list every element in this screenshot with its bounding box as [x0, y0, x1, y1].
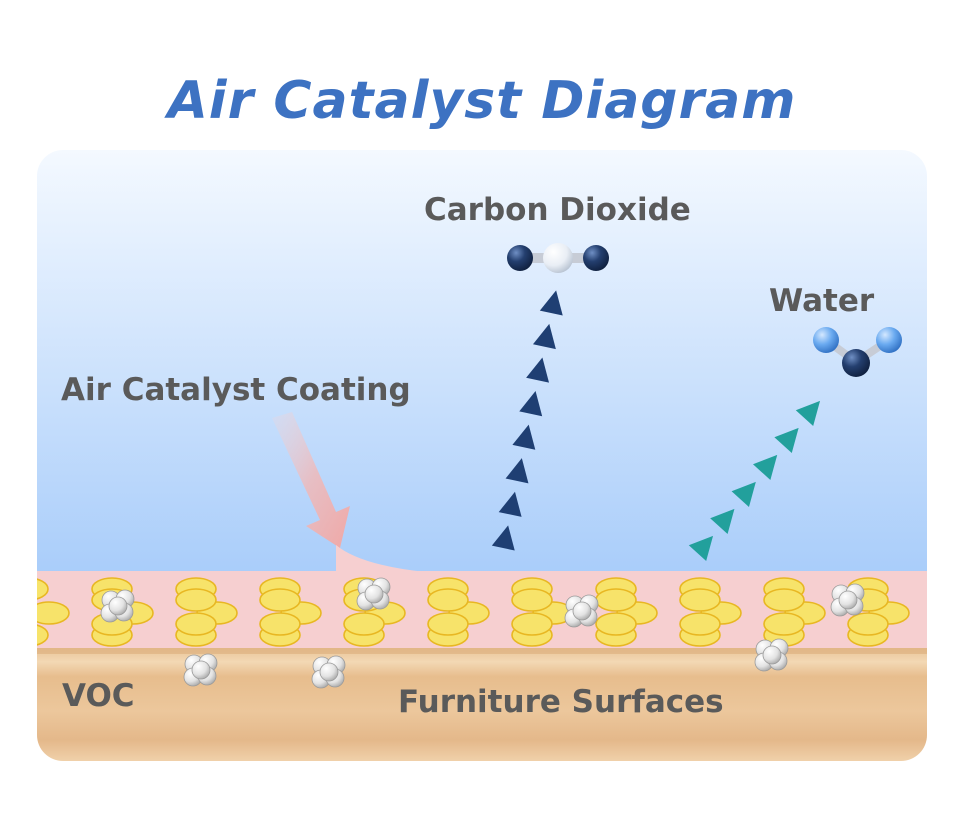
oxygen-atom-icon	[507, 245, 533, 271]
hydrogen-atom-icon	[876, 327, 902, 353]
catalyst-particle	[932, 624, 964, 646]
catalyst-particle	[37, 577, 49, 601]
water-arrow-icon	[731, 481, 756, 507]
catalyst-particle	[932, 589, 964, 611]
voc-molecule-icon	[754, 638, 789, 672]
coating-label: Air Catalyst Coating	[61, 372, 411, 408]
catalyst-particle	[175, 588, 217, 612]
carbon-atom-icon	[543, 243, 573, 273]
catalyst-particle	[343, 612, 385, 636]
catalyst-particle	[932, 613, 964, 635]
voc-molecule-icon	[311, 655, 346, 689]
co2-arrow-icon	[519, 391, 543, 417]
catalyst-particle	[427, 588, 469, 612]
voc-molecule-icon	[100, 589, 135, 623]
air-background	[37, 150, 927, 575]
oxygen-atom-icon	[842, 349, 870, 377]
catalyst-particle	[595, 612, 637, 636]
catalyst-particle	[763, 588, 805, 612]
hydrogen-atom-icon	[813, 327, 839, 353]
voc-molecule-icon	[356, 577, 391, 611]
carbon-dioxide-label: Carbon Dioxide	[424, 192, 691, 228]
co2-arrow-icon	[539, 290, 563, 316]
co2-arrow-icon	[526, 357, 550, 383]
catalyst-particle	[679, 612, 721, 636]
co2-arrow-chain	[491, 290, 563, 551]
catalyst-particle	[595, 588, 637, 612]
co2-arrow-icon	[512, 424, 536, 450]
water-arrow-icon	[710, 508, 735, 534]
water-arrow-icon	[752, 454, 778, 480]
catalyst-particle	[763, 612, 805, 636]
catalyst-particle	[37, 601, 70, 625]
catalyst-particle	[511, 588, 553, 612]
catalyst-particle	[679, 588, 721, 612]
water-label: Water	[769, 283, 875, 319]
catalyst-particle	[847, 612, 889, 636]
co2-arrow-icon	[532, 323, 556, 350]
water-arrow-icon	[795, 400, 821, 426]
page-title: Air Catalyst Diagram	[167, 71, 797, 131]
oxygen-atom-icon	[583, 245, 609, 271]
water-arrow-chain	[688, 400, 821, 561]
voc-molecule-icon	[183, 653, 218, 687]
catalyst-particle	[511, 612, 553, 636]
co2-molecule	[507, 243, 609, 273]
co2-arrow-icon	[491, 525, 515, 551]
co2-arrow-icon	[505, 458, 529, 484]
water-arrow-icon	[688, 535, 714, 561]
catalyst-particle	[175, 612, 217, 636]
coating-pointer-arrow	[272, 412, 425, 572]
voc-molecule-icon	[564, 594, 599, 628]
furniture-label: Furniture Surfaces	[398, 684, 724, 720]
catalyst-particle	[427, 612, 469, 636]
catalyst-particle	[259, 588, 301, 612]
voc-molecule-icon	[830, 583, 865, 617]
catalyst-particle	[259, 612, 301, 636]
water-molecule	[813, 327, 902, 377]
catalyst-particle	[932, 578, 964, 600]
catalyst-particle	[37, 623, 49, 647]
water-arrow-icon	[774, 427, 799, 453]
co2-arrow-icon	[498, 491, 522, 517]
voc-label: VOC	[62, 678, 135, 714]
voc-molecules	[100, 577, 865, 689]
